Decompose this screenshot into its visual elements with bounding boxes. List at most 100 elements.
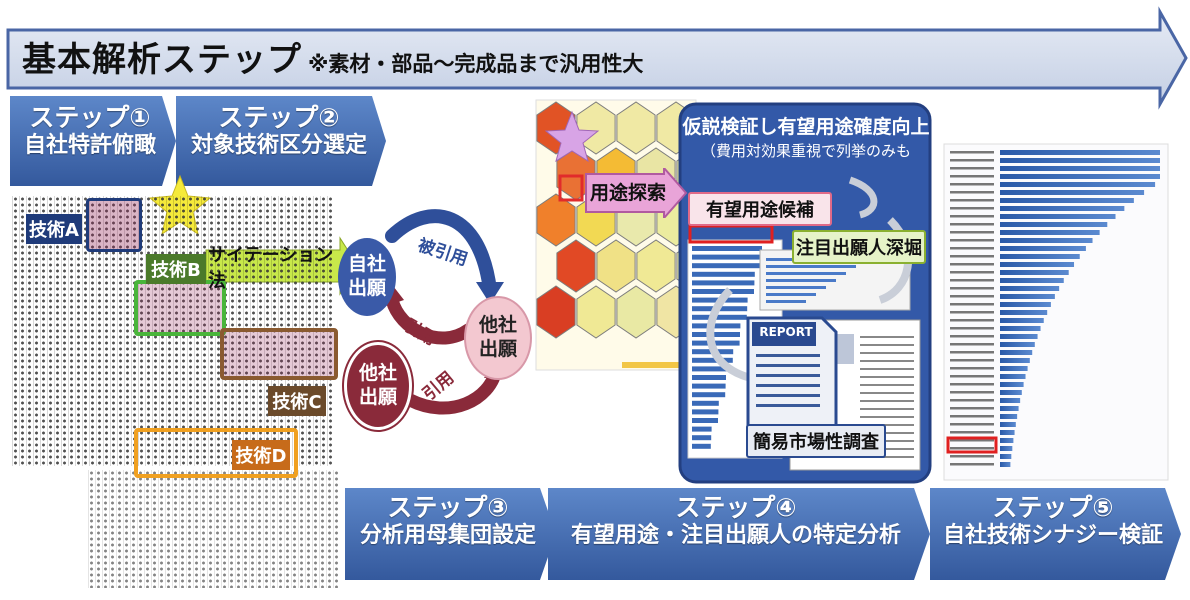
step5-bar (1000, 222, 1108, 227)
step5-row-label (950, 279, 994, 282)
report-line (756, 384, 820, 387)
step4-chevron (548, 488, 930, 580)
doc-line (860, 392, 914, 394)
step5-row-label (950, 415, 994, 418)
market-survey-label: 簡易市場性調査 (746, 424, 886, 458)
doc-line (860, 360, 914, 362)
banner-arrow (6, 6, 1188, 110)
step5-row-label (950, 175, 994, 178)
step5-row-label (950, 335, 994, 338)
panel-bar (692, 375, 726, 380)
step3-label: ステップ③ 分析用母集団設定 (345, 493, 551, 548)
step2-chevron (176, 96, 386, 186)
step5-bar (1000, 422, 1016, 427)
step5-bar (1000, 342, 1035, 347)
step5-row-label (950, 455, 994, 458)
step5-bar (1000, 230, 1100, 235)
step5-row-label (950, 247, 994, 250)
panel-bar (692, 435, 712, 441)
step5-row-label (950, 375, 994, 378)
mid-bar (766, 300, 806, 303)
panel-bar (692, 246, 762, 251)
doc-line (860, 416, 914, 418)
step5-bar (1000, 262, 1075, 267)
step3-subtitle: 分析用母集団設定 (359, 522, 536, 548)
panel-bar (692, 280, 755, 286)
step2-label: ステップ② 対象技術区分選定 (176, 103, 382, 158)
step4-title: ステップ④ (675, 493, 797, 522)
doc-line (860, 408, 914, 410)
step5-bar (1000, 382, 1024, 387)
doc-line (860, 432, 914, 434)
step5-row-label (950, 343, 994, 346)
mid-bar (766, 279, 836, 282)
step5-row-label (950, 303, 994, 306)
step5-row-label (950, 463, 994, 466)
step5-row-label (950, 215, 994, 218)
step5-bar (1000, 398, 1021, 403)
patent-matrix-lower (88, 470, 338, 588)
doc-line (860, 384, 914, 386)
step5-row-label (950, 439, 994, 442)
tech-a-highlight (86, 198, 142, 252)
panel-bar (692, 314, 747, 320)
panel-bar (692, 254, 762, 260)
step5-bar (1000, 150, 1160, 155)
step5-row-label (950, 447, 994, 450)
step5-row-label (950, 295, 994, 298)
step5-bar (1000, 374, 1026, 379)
step5-bar (1000, 462, 1011, 467)
step5-row-label (950, 367, 994, 370)
doc-line (860, 368, 914, 370)
step5-row-label (950, 383, 994, 386)
panel-bar (692, 409, 719, 415)
applicant-dig-label: 注目出願人深堀 (792, 230, 926, 264)
step5-bar (1000, 198, 1134, 203)
step5-label: ステップ⑤ 自社技術シナジー検証 (930, 493, 1176, 548)
panel-bar (692, 400, 719, 406)
step5-row-label (950, 319, 994, 322)
cited-arc (385, 209, 497, 297)
star-icon-pink (544, 110, 600, 163)
step5-bar (1000, 414, 1018, 419)
report-label: REPORT (759, 325, 813, 339)
doc-line (860, 400, 914, 402)
panel-bar (692, 366, 733, 372)
panel-bar (692, 392, 726, 398)
step5-row-label (950, 191, 994, 194)
panel-bar (692, 332, 740, 337)
panel-bar (692, 418, 718, 423)
step5-bar (1000, 206, 1125, 211)
report-line (756, 364, 820, 367)
cite-arc-1 (385, 293, 475, 345)
step5-row-label (950, 399, 994, 402)
step5-row-label (950, 167, 994, 170)
tech-b-tag: 技術B (146, 254, 206, 284)
step5-row-label (950, 431, 994, 434)
step5-row-label (950, 199, 994, 202)
step5-bar (1000, 190, 1145, 195)
step4-label: ステップ④ 有望用途・注目出願人の特定分析 (548, 493, 924, 548)
step5-bar (1000, 310, 1048, 315)
step5-subtitle: 自社技術シナジー検証 (942, 522, 1163, 548)
step5-row-label (950, 239, 994, 242)
hex-cell (616, 101, 656, 155)
doc-line (860, 344, 914, 346)
step5-row-label (950, 159, 994, 162)
step5-row-label (950, 183, 994, 186)
step5-bar (1000, 174, 1160, 179)
cited-arc-head (476, 282, 504, 304)
step5-bar (1000, 390, 1022, 395)
report-line (756, 394, 820, 397)
citation-method-label: サイテーション法 (208, 245, 334, 292)
step5-bar (1000, 366, 1028, 371)
other-filing-left-circle: 他社 出願 (344, 342, 412, 430)
step5-bar (1000, 278, 1064, 283)
doc-line (860, 336, 914, 338)
panel-cycle-arrow-1 (706, 287, 761, 384)
step5-bar (1000, 318, 1044, 323)
panel-bar (692, 383, 726, 389)
mid-bar (766, 286, 826, 289)
banner: 基本解析ステップ ※素材・部品～完成品まで汎用性大 (22, 32, 643, 92)
step5-bar (1000, 166, 1160, 171)
